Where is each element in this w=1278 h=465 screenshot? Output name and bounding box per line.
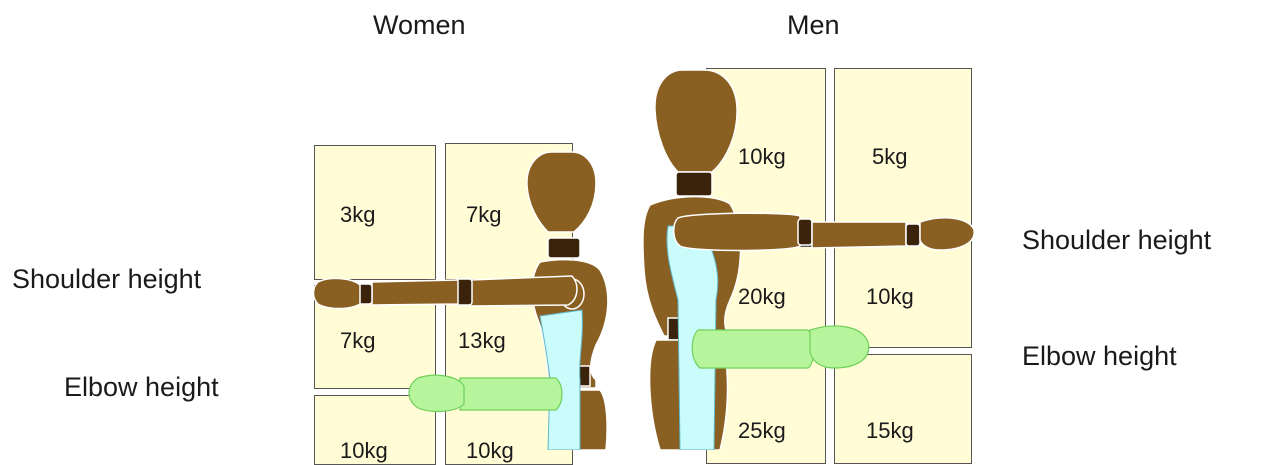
woman-shoulder-arm	[314, 276, 577, 309]
woman-elbow-arm	[409, 375, 562, 411]
women-weight-upper-right: 7kg	[466, 204, 501, 226]
man-head	[655, 70, 737, 172]
men-weight-middle-right: 10kg	[866, 286, 914, 308]
figures-illustration	[0, 0, 1278, 450]
woman-head	[527, 152, 596, 232]
women-weight-middle-left: 7kg	[340, 330, 375, 352]
women-weight-lower-right: 10kg	[466, 440, 514, 462]
women-weight-upper-left: 3kg	[340, 204, 375, 226]
man-neck	[676, 172, 712, 196]
men-weight-upper-left: 10kg	[738, 146, 786, 168]
man-shoulder-arm	[674, 213, 974, 250]
man-elbow-arm	[692, 326, 868, 368]
men-weight-lower-left: 25kg	[738, 420, 786, 442]
men-weight-middle-left: 20kg	[738, 286, 786, 308]
men-weight-upper-right: 5kg	[872, 146, 907, 168]
women-weight-lower-left: 10kg	[340, 440, 388, 462]
women-weight-middle-right: 13kg	[458, 330, 506, 352]
woman-neck	[548, 238, 580, 258]
men-weight-lower-right: 15kg	[866, 420, 914, 442]
